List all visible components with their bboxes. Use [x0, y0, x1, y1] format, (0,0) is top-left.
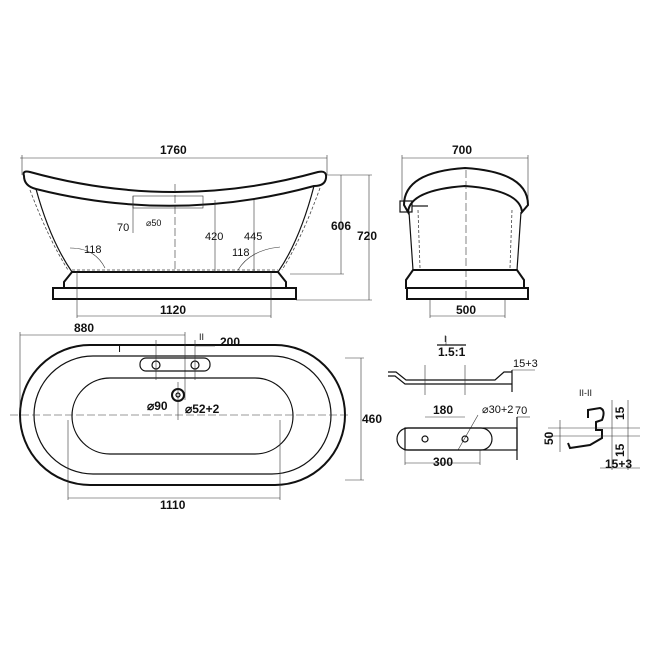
drain-diameter-label: ⌀90	[147, 399, 168, 413]
width-460-label: 460	[362, 412, 382, 426]
overflow-offset-label: 70	[117, 222, 129, 234]
bottom-15-label: 15	[613, 443, 627, 457]
end-view: 700 500	[399, 143, 530, 318]
hole-spacing-label: 180	[433, 403, 453, 417]
inner-length-label: 1110	[160, 498, 186, 512]
overflow-diameter-label: ⌀50	[146, 218, 161, 228]
scale-label: 1.5:1	[438, 345, 466, 359]
section-view: II-II 50 15 15 15+3	[542, 388, 640, 471]
section-title: II-II	[579, 388, 592, 398]
base-width-label: 500	[456, 303, 476, 317]
top-15-label: 15	[613, 406, 627, 420]
height-inner-label: 606	[331, 219, 351, 233]
height-total-label: 720	[357, 229, 377, 243]
tap-spacing-label: 200	[220, 335, 240, 349]
base-length-label: 1120	[160, 303, 186, 317]
width-label: 700	[452, 143, 472, 157]
depth-420-label: 420	[205, 231, 223, 243]
hole-diameter-label: ⌀52+2	[185, 402, 220, 416]
plate-length-label: 300	[433, 455, 453, 469]
hole-30-label: ⌀30+2	[482, 404, 513, 416]
section-mark-left: I	[118, 343, 121, 355]
offset-880-label: 880	[74, 321, 94, 335]
side-view: 1760 70 ⌀50 420 445 118 118 1120 606 720	[20, 143, 377, 318]
height-50-label: 50	[542, 431, 556, 445]
radius-right-label: 118	[232, 247, 250, 259]
section-thickness-label: 15+3	[605, 457, 632, 471]
section-mark-right: II	[199, 332, 204, 342]
edge-label: 70	[515, 405, 527, 417]
length-label: 1760	[160, 143, 187, 157]
detail-view: I 1.5:1 15+3 180 ⌀30+2 70 300	[388, 334, 538, 469]
radius-left-label: 118	[84, 244, 102, 256]
top-view: 880 200 I II ⌀90 ⌀52+2 460 1110	[10, 321, 382, 512]
thickness-label: 15+3	[513, 358, 538, 370]
scale-mark: I	[444, 334, 447, 344]
depth-445-label: 445	[244, 231, 262, 243]
